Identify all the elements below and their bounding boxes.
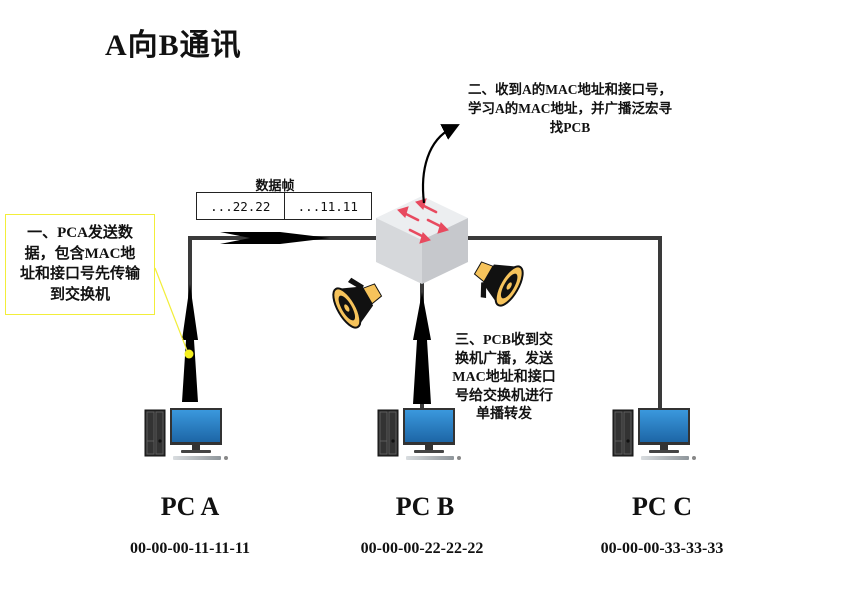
pc-a-computer-icon xyxy=(144,407,229,461)
megaphone-left-icon xyxy=(326,268,390,333)
data-frame-label: 数据帧 xyxy=(255,178,295,193)
step3-line: 三、PCB收到交 xyxy=(455,333,553,348)
network-switch-icon xyxy=(376,196,468,284)
step1-callout: 一、PCA发送数 据，包含MAC地 址和接口号先传输 到交换机 xyxy=(5,214,155,315)
step3-line: MAC地址和接口 xyxy=(452,370,556,385)
step1-line: 据，包含MAC地 xyxy=(24,245,136,262)
step1-line: 址和接口号先传输 xyxy=(19,266,140,282)
pc-c-mac: 00-00-00-33-33-33 xyxy=(600,540,724,557)
step1-line: 一、PCA发送数 xyxy=(27,225,133,241)
step3-line: 号给交换机进行 xyxy=(455,388,553,404)
step3-line: 单播转发 xyxy=(476,407,532,422)
step3-line: 换机广播，发送 xyxy=(455,351,553,367)
step3-note: 三、PCB收到交 换机广播，发送 MAC地址和接口 号给交换机进行 单播转发 xyxy=(440,332,568,425)
broadcast-arrow-icon xyxy=(421,124,460,204)
upload-arrow-pcb-icon xyxy=(413,292,431,404)
pc-b-name: PC B xyxy=(395,492,455,521)
frame-src-mac: ...11.11 xyxy=(283,193,372,219)
step1-line: 到交换机 xyxy=(49,286,110,303)
diagram-title: A向B通讯 xyxy=(105,29,242,62)
pc-a-mac: 00-00-00-11-11-11 xyxy=(130,540,250,557)
step2-line: 找PCB xyxy=(549,120,591,135)
megaphone-right-icon xyxy=(465,247,529,313)
pc-a-name: PC A xyxy=(160,492,220,521)
step2-line: 学习A的MAC地址，并广播泛宏寻 xyxy=(468,101,672,116)
callout-anchor-dot xyxy=(184,349,194,359)
step2-note: 二、收到A的MAC地址和接口号， 学习A的MAC地址，并广播泛宏寻 找PCB xyxy=(430,80,710,137)
step2-line: 二、收到A的MAC地址和接口号， xyxy=(468,82,672,97)
pc-c-name: PC C xyxy=(632,492,692,521)
pc-c-computer-icon xyxy=(612,407,697,461)
frame-dest-mac: ...22.22 xyxy=(210,198,271,214)
upload-arrow-pca-icon xyxy=(182,284,198,402)
data-flow-arrow-icon xyxy=(220,232,330,244)
pc-b-mac: 00-00-00-22-22-22 xyxy=(360,540,484,557)
data-frame: ...22.22 ...11.11 xyxy=(196,192,372,220)
